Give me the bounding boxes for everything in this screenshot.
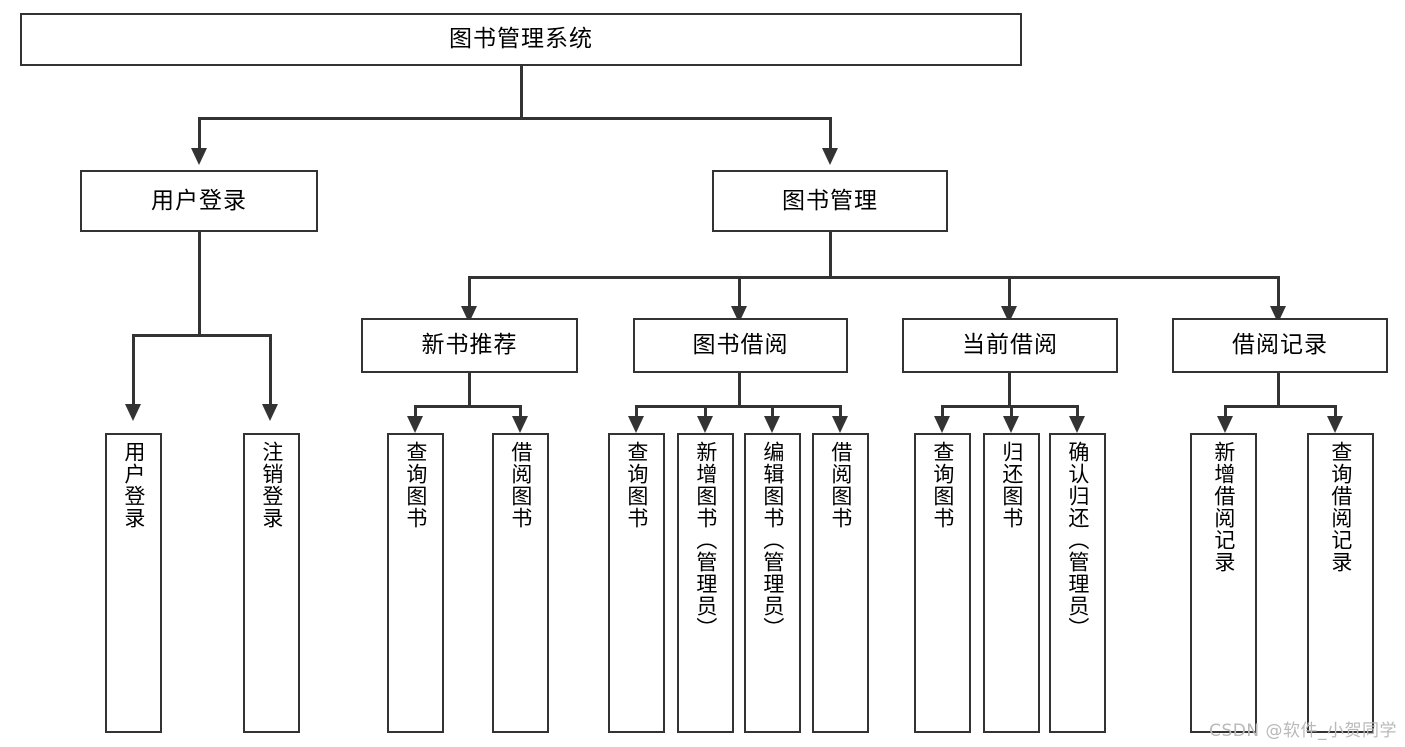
node-label: 借阅图书 bbox=[828, 441, 853, 529]
node-label: 查询图书 bbox=[930, 441, 955, 529]
node-label: 编辑图书（管理员） bbox=[760, 441, 785, 639]
leaf-user-login[interactable]: 用户登录 bbox=[105, 433, 162, 733]
arrowhead-cb-return-book bbox=[1003, 416, 1019, 433]
arrowhead-user-login bbox=[191, 148, 207, 165]
connector-drop-bb-add-book bbox=[704, 405, 707, 419]
connector-bb-stem bbox=[738, 373, 741, 408]
connector-drop-cb-confirm-return bbox=[1076, 405, 1079, 419]
leaf-bb-borrow-book[interactable]: 借阅图书 bbox=[812, 433, 869, 733]
node-label: 新增借阅记录 bbox=[1211, 441, 1236, 573]
leaf-br-query-record[interactable]: 查询借阅记录 bbox=[1307, 433, 1374, 733]
connector-drop-book-management bbox=[829, 117, 832, 150]
arrowhead-leaf-user-login bbox=[125, 404, 141, 421]
connector-drop-bb-borrow-book bbox=[839, 405, 842, 419]
connector-drop-new-book-recommend bbox=[468, 276, 471, 308]
leaf-bb-add-book[interactable]: 新增图书（管理员） bbox=[677, 433, 734, 733]
node-label: 查询图书 bbox=[624, 441, 649, 529]
connector-user-login-bus bbox=[132, 334, 272, 337]
connector-drop-borrow-record bbox=[1277, 276, 1280, 308]
arrowhead-bb-borrow-book bbox=[832, 416, 848, 433]
connector-drop-user-login bbox=[198, 117, 201, 150]
node-label: 新增图书（管理员） bbox=[693, 441, 718, 639]
connector-root-stem bbox=[520, 66, 523, 118]
connector-drop-leaf-logout bbox=[269, 334, 272, 406]
node-label: 注销登录 bbox=[259, 441, 284, 529]
connector-level3-bus bbox=[468, 276, 1280, 279]
connector-drop-bb-edit-book bbox=[771, 405, 774, 419]
node-borrow-record[interactable]: 借阅记录 bbox=[1172, 318, 1388, 373]
node-label: 借阅图书 bbox=[508, 441, 533, 529]
connector-drop-cb-return-book bbox=[1010, 405, 1013, 419]
node-label: 用户登录 bbox=[121, 441, 146, 529]
connector-drop-current-borrow bbox=[1008, 276, 1011, 308]
arrowhead-br-add-record bbox=[1217, 416, 1233, 433]
connector-nbr-bus bbox=[414, 405, 522, 408]
arrowhead-bb-add-book bbox=[697, 416, 713, 433]
node-label: 用户登录 bbox=[151, 187, 247, 214]
arrowhead-cb-query-book bbox=[934, 416, 950, 433]
leaf-cb-confirm-return[interactable]: 确认归还（管理员） bbox=[1049, 433, 1106, 733]
leaf-bb-query-book[interactable]: 查询图书 bbox=[608, 433, 665, 733]
connector-book-management-stem bbox=[829, 232, 832, 278]
leaf-cb-query-book[interactable]: 查询图书 bbox=[914, 433, 971, 733]
node-label: 查询借阅记录 bbox=[1328, 441, 1353, 573]
node-label: 确认归还（管理员） bbox=[1065, 441, 1090, 639]
connector-drop-book-borrow bbox=[738, 276, 741, 308]
leaf-nbr-query-book[interactable]: 查询图书 bbox=[387, 433, 444, 733]
leaf-cb-return-book[interactable]: 归还图书 bbox=[983, 433, 1040, 733]
arrowhead-bb-query-book bbox=[628, 416, 644, 433]
connector-drop-br-query-record bbox=[1334, 405, 1337, 419]
connector-level2-bus bbox=[198, 117, 832, 120]
connector-drop-cb-query-book bbox=[941, 405, 944, 419]
connector-br-bus bbox=[1224, 405, 1337, 408]
connector-user-login-stem bbox=[198, 232, 201, 336]
connector-drop-br-add-record bbox=[1224, 405, 1227, 419]
connector-br-stem bbox=[1277, 373, 1280, 408]
node-label: 图书管理 bbox=[782, 187, 878, 214]
node-new-book-recommend[interactable]: 新书推荐 bbox=[361, 318, 578, 373]
node-label: 新书推荐 bbox=[421, 332, 518, 359]
node-book-management[interactable]: 图书管理 bbox=[712, 170, 948, 232]
node-label: 归还图书 bbox=[999, 441, 1024, 529]
node-user-login[interactable]: 用户登录 bbox=[80, 170, 318, 232]
node-label: 当前借阅 bbox=[962, 332, 1058, 359]
leaf-nbr-borrow-book[interactable]: 借阅图书 bbox=[492, 433, 549, 733]
node-root-book-management-system[interactable]: 图书管理系统 bbox=[20, 13, 1022, 66]
node-book-borrow[interactable]: 图书借阅 bbox=[633, 318, 848, 373]
node-label: 图书管理系统 bbox=[449, 26, 593, 53]
connector-drop-bb-query-book bbox=[635, 405, 638, 419]
arrowhead-nbr-query-book bbox=[407, 416, 423, 433]
arrowhead-book-management bbox=[822, 148, 838, 165]
leaf-bb-edit-book[interactable]: 编辑图书（管理员） bbox=[744, 433, 801, 733]
arrowhead-br-query-record bbox=[1327, 416, 1343, 433]
connector-cb-stem bbox=[1008, 373, 1011, 408]
leaf-br-add-record[interactable]: 新增借阅记录 bbox=[1190, 433, 1257, 733]
node-current-borrow[interactable]: 当前借阅 bbox=[902, 318, 1118, 373]
arrowhead-bb-edit-book bbox=[764, 416, 780, 433]
arrowhead-cb-confirm-return bbox=[1069, 416, 1085, 433]
leaf-logout[interactable]: 注销登录 bbox=[243, 433, 300, 733]
connector-bb-bus bbox=[635, 405, 842, 408]
connector-drop-nbr-query-book bbox=[414, 405, 417, 419]
connector-drop-leaf-user-login bbox=[132, 334, 135, 406]
arrowhead-nbr-borrow-book bbox=[512, 416, 528, 433]
node-label: 借阅记录 bbox=[1232, 332, 1328, 359]
node-label: 图书借阅 bbox=[692, 332, 789, 359]
connector-drop-nbr-borrow-book bbox=[519, 405, 522, 419]
arrowhead-leaf-logout bbox=[262, 404, 278, 421]
connector-nbr-stem bbox=[468, 373, 471, 408]
node-label: 查询图书 bbox=[403, 441, 428, 529]
